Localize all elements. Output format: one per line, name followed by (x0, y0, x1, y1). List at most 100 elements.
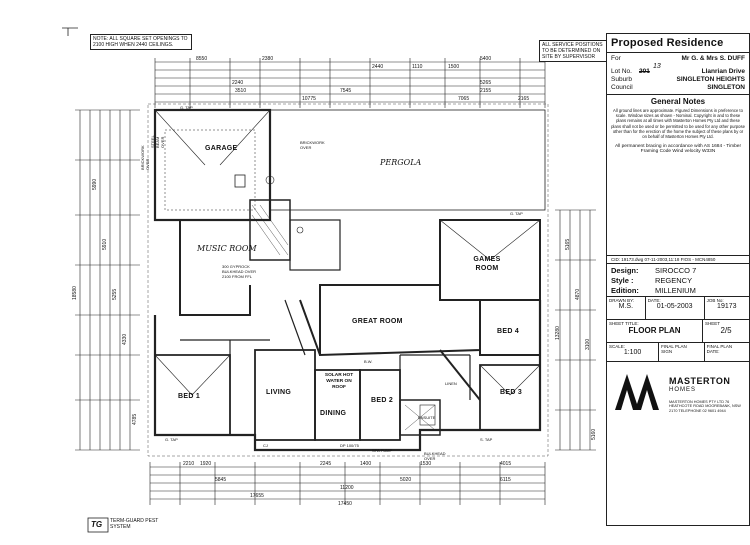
termiguard-note: TERM-GUARD PEST SYSTEM (110, 518, 159, 530)
steel-beam-over: STEEL BEAM OVER (150, 135, 165, 148)
room-bed1: BED 1 (178, 393, 201, 400)
solar-hot-water: SOLAR HOT WATER ON ROOF (324, 373, 354, 390)
client-value: Mr G. & Mrs S. DUFF (681, 55, 745, 62)
dim-right-1: 5165 (565, 238, 571, 250)
company-block: MASTERTON HOMES MASTERTON HOMES PTY LTD … (607, 360, 749, 437)
council-row: Council SINGLETON (607, 84, 749, 94)
room-great: GREAT ROOM (352, 318, 403, 325)
bulkhead-over-note: BULKHEAD OVER (424, 451, 446, 461)
edition-row: Edition: MILLENIUM (607, 286, 749, 296)
dim-bottom-overall: 17450 (338, 501, 352, 507)
dim-bottom-7: 4015 (500, 461, 512, 467)
dim-top-10: 1110 (412, 64, 423, 70)
design-value: SIROCCO 7 (655, 265, 697, 275)
ensuite-label: ENSUITE (418, 415, 436, 420)
services-note: ALL SERVICE POSITIONS TO BE DETERMINED O… (539, 40, 607, 62)
dim-top-8: 2165 (518, 96, 530, 102)
general-notes-title: General Notes (650, 97, 706, 106)
dim-bottom-3: 5845 (215, 477, 227, 483)
sheet-value: 2/5 (720, 325, 732, 335)
dim-left-3: 5255 (112, 288, 118, 300)
masterton-logo-icon (615, 373, 659, 410)
lot-row: Lot No. 201 13 Llanrian Drive (607, 63, 749, 76)
style-value: REGENCY (655, 275, 693, 285)
tg-symbol: TG (91, 520, 103, 529)
style-row: Style : REGENCY (607, 276, 749, 286)
dim-right-3: 3100 (585, 338, 591, 350)
dim-top-4: 10775 (302, 96, 316, 102)
bracing-text: All permanent bracing in accordance with… (614, 144, 742, 155)
design-section: CID: 19173.dwg 07-11-2003,11:18 FIOS - M… (607, 254, 749, 296)
suburb-row: Suburb SINGLETON HEIGHTS (607, 76, 749, 84)
dim-top-12: 2240 (232, 80, 244, 86)
final-plan-label-2: FINAL PLAN (706, 343, 733, 349)
date-value: 01-05-2003 (656, 302, 693, 310)
drawing-info-row: DRAWN BY: M.S. DATE: 01-05-2003 JOB No: … (607, 295, 749, 319)
dim-top-13: 3510 (235, 88, 247, 94)
g-tap-right: G. TAP (510, 211, 523, 216)
sheet-title-label: SHEET TITLE: (609, 320, 639, 326)
design-row: Design: SIROCCO 7 (607, 262, 749, 276)
style-label: Style : (611, 275, 634, 285)
dim-top-1: 8550 (196, 56, 208, 62)
scale-value: 1:100 (623, 348, 642, 356)
dim-left-5: 4785 (132, 413, 138, 425)
job-value: 19173 (717, 302, 737, 310)
room-living: LIVING (266, 389, 292, 396)
client-row: For Mr G. & Mrs S. DUFF (607, 55, 749, 63)
sheet-row: SHEET TITLE: FLOOR PLAN SHEET 2/5 (607, 318, 749, 342)
dim-bottom-total: 17655 (250, 493, 264, 499)
room-pergola: PERGOLA (380, 158, 422, 167)
spa-pump-label: SPA PUMP (372, 448, 393, 453)
room-bed2: BED 2 (371, 397, 394, 404)
brickwork-over-top: BRICKWORK OVER (300, 140, 325, 150)
dim-bottom-5: 1400 (360, 461, 372, 467)
dim-bottom-2: 1920 (200, 461, 212, 467)
company-address: MASTERTON HOMES PTY LTD 76 HEATHCOTE ROA… (669, 399, 741, 413)
dim-top-7: 5265 (480, 80, 492, 86)
dim-left-4: 4330 (122, 333, 128, 345)
design-label: Design: (611, 265, 639, 275)
lot-label: Lot No. (611, 68, 632, 75)
dim-right-total: 13280 (555, 326, 561, 340)
gyprock-bulkhead-note: 300 GYPROCK BULKHEAD OVER 2100 FROM FFL (222, 264, 257, 279)
scale-label: SCALE: (609, 343, 626, 349)
title-block: Proposed Residence For Mr G. & Mrs S. DU… (606, 33, 750, 526)
dim-left-total: 18580 (72, 286, 78, 300)
room-bed4: BED 4 (497, 328, 520, 335)
cj-label: CJ (263, 443, 268, 448)
dim-top-14: 7065 (458, 96, 470, 102)
dim-right-4: 5160 (591, 428, 597, 440)
dim-left-1: 5990 (92, 178, 98, 190)
dim-top-2: 2380 (262, 56, 274, 62)
cid-line: CID: 19173.dwg 07-11-2003,11:18 FIOS - M… (611, 256, 716, 262)
room-games: GAMES ROOM (473, 256, 501, 272)
lot-value: Llanrian Drive (701, 68, 745, 75)
dim-top-11: 1500 (448, 64, 460, 70)
edition-label: Edition: (611, 285, 639, 295)
sheet-title-value: FLOOR PLAN (628, 325, 681, 335)
suburb-label: Suburb (611, 76, 632, 83)
final-plan-label: FINAL PLAN (661, 343, 687, 349)
linen-label: LINEN (445, 381, 457, 386)
company-sub: HOMES (669, 386, 697, 393)
project-title: Proposed Residence (607, 34, 749, 53)
floor-plan-drawing (62, 27, 596, 533)
date2-label: DATE: (706, 348, 720, 354)
dim-top-6: 2155 (480, 88, 492, 94)
ceiling-note: NOTE: ALL SQUARE SET OPENINGS TO 2100 HI… (90, 34, 192, 50)
dim-bottom-1: 2210 (183, 461, 195, 467)
room-garage: GARAGE (205, 145, 238, 152)
dim-bottom-8: 11200 (340, 485, 354, 491)
drawn-label: DRAWN BY: (609, 297, 635, 303)
room-music: MUSIC ROOM (197, 244, 257, 253)
council-label: Council (611, 84, 633, 91)
date-label: DATE: (647, 297, 661, 303)
brickwork-over-left: BRICKWORK OVER (140, 145, 150, 170)
suburb-value: SINGLETON HEIGHTS (676, 76, 746, 83)
room-bed3: BED 3 (500, 389, 523, 396)
dim-top-5: 7545 (340, 88, 352, 94)
company-name: MASTERTON (669, 375, 731, 386)
g-tap-bottom: G. TAP (165, 437, 178, 442)
dim-top-3: 5400 (480, 56, 492, 62)
